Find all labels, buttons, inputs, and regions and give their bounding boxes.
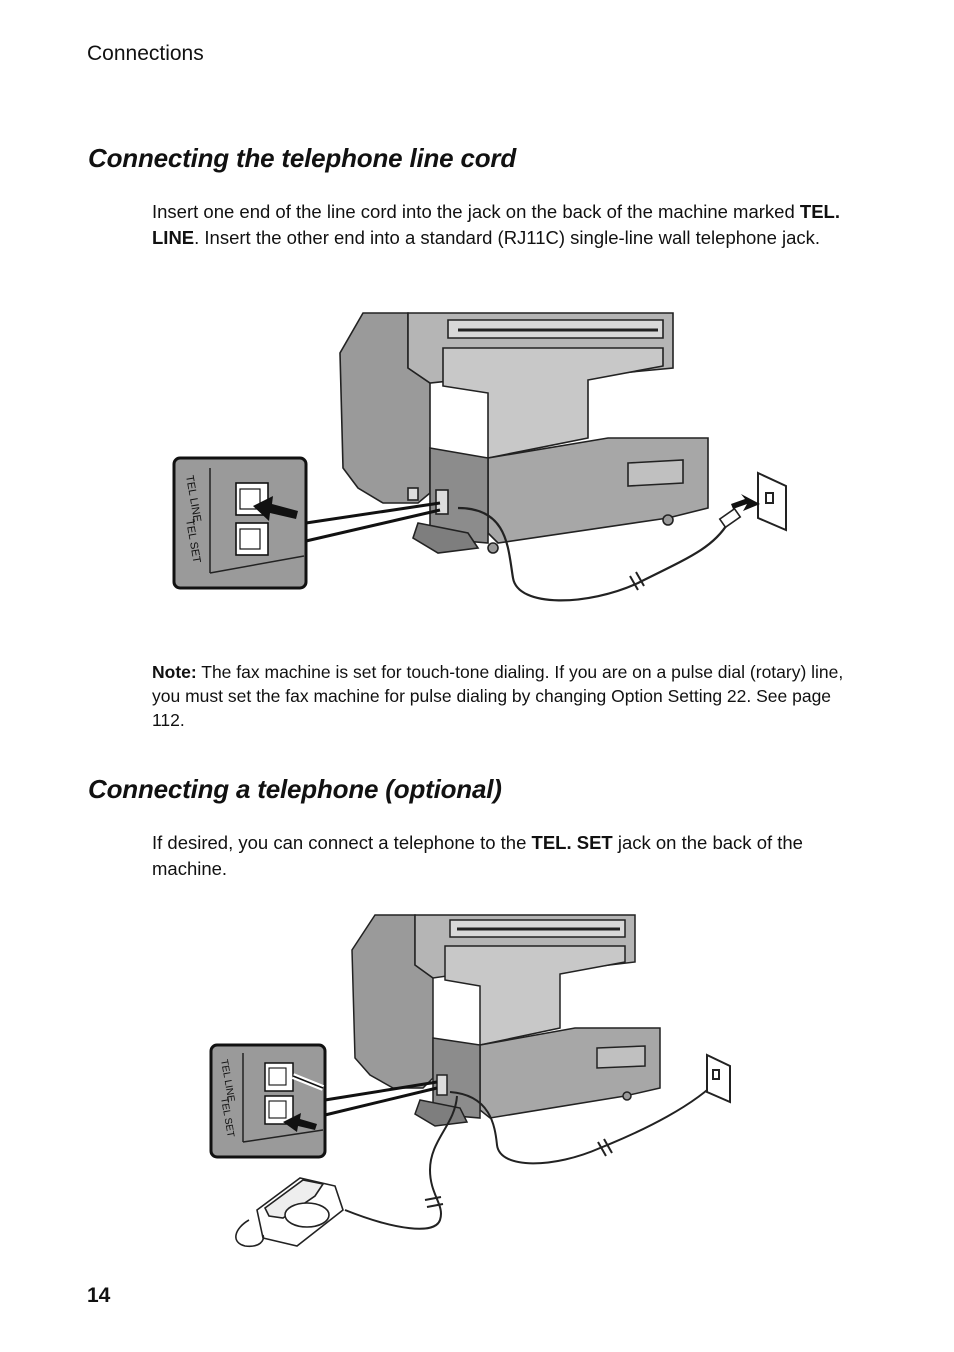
telephone-drawing (235, 1177, 344, 1248)
jack-inset: TEL LINE TEL SET (172, 456, 308, 590)
line-cord (449, 1077, 721, 1165)
arrow-icon (283, 1113, 317, 1132)
figure-line-cord-illustration: TEL LINE TEL SET (172, 312, 787, 602)
paragraph-telephone: If desired, you can connect a telephone … (152, 830, 852, 881)
arrow-icon (253, 496, 298, 521)
figure-telephone-illustration: TEL LINE TEL SET (209, 914, 731, 1248)
paragraph-text: . Insert the other end into a standard (… (194, 226, 821, 248)
note-paragraph: Note: The fax machine is set for touch-t… (152, 660, 852, 732)
paragraph-text: jack on the back of the machine. (152, 832, 803, 879)
running-head: Connections (87, 42, 204, 65)
wall-jack-drawing (706, 1053, 731, 1104)
tel-line-term: TEL. LINE (152, 201, 840, 248)
paragraph-text: If desired, you can connect a telephone … (152, 832, 532, 853)
tel-set-jack (235, 522, 269, 556)
line-cord (457, 506, 729, 602)
wall-jack-drawing (757, 471, 787, 532)
telephone-cord (344, 1095, 458, 1230)
page-number: 14 (87, 1284, 111, 1307)
paragraph-line-cord: Insert one end of the line cord into the… (152, 199, 852, 250)
plug (718, 507, 742, 529)
paragraph-text: Insert one end of the line cord into the… (152, 201, 800, 222)
tel-set-term: TEL. SET (531, 832, 613, 853)
jack-inset: TEL LINE TEL SET (209, 1043, 327, 1159)
note-text: The fax machine is set for touch-tone di… (152, 662, 844, 730)
arrow-icon (731, 494, 760, 511)
fax-machine-drawing (339, 312, 709, 554)
section-title-line-cord: Connecting the telephone line cord (88, 143, 517, 173)
note-label: Note: (152, 662, 197, 682)
fax-machine-drawing (351, 914, 661, 1127)
section-title-telephone: Connecting a telephone (optional) (88, 774, 502, 804)
